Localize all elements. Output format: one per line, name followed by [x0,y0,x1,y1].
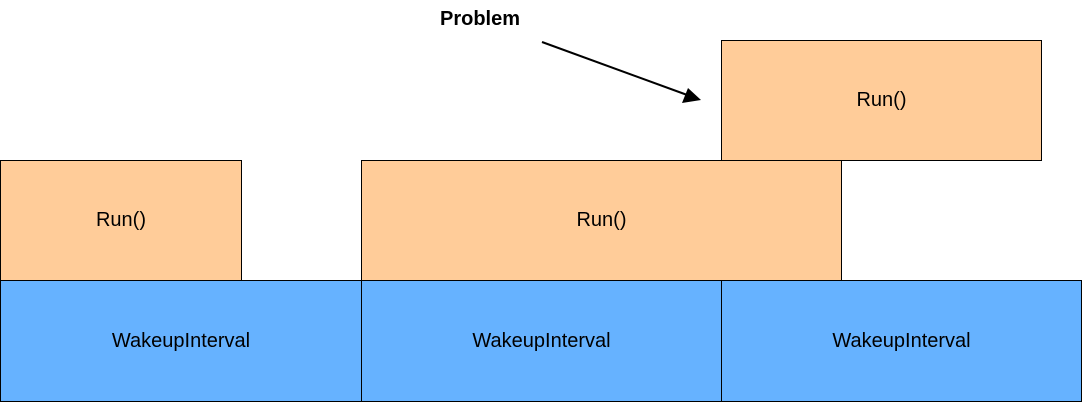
run-box-2: Run() [361,160,842,281]
run-box-3-overlap: Run() [721,40,1042,161]
wakeup-interval-label-3: WakeupInterval [832,329,971,352]
run-box-1: Run() [0,160,242,281]
wakeup-interval-box-1: WakeupInterval [0,280,362,402]
wakeup-interval-label-2: WakeupInterval [472,329,611,352]
wakeup-interval-box-3: WakeupInterval [721,280,1082,402]
problem-arrow-head [682,88,701,103]
run-label-1: Run() [95,209,146,231]
wakeup-interval-label-1: WakeupInterval [111,329,251,352]
run-label-2: Run() [576,209,627,231]
problem-arrow-line [541,41,691,97]
run-label-3: Run() [856,89,907,111]
problem-label: Problem [439,8,521,30]
wakeup-interval-box-2: WakeupInterval [361,280,722,402]
